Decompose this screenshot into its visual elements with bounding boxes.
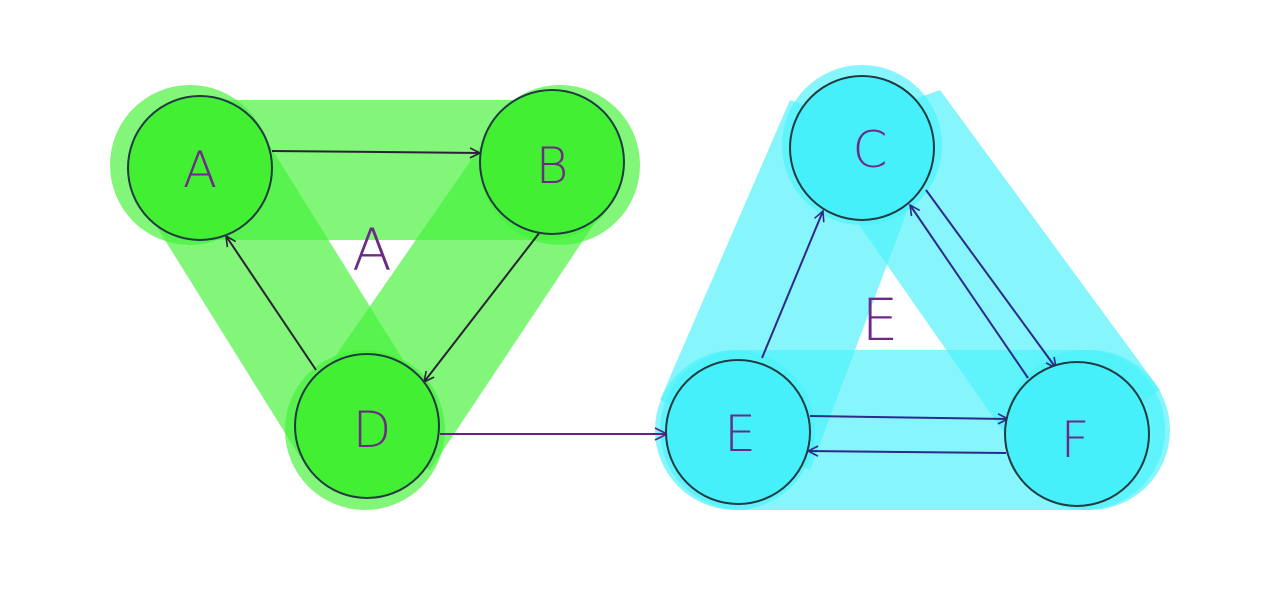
edge-e-to-c [761,211,823,359]
node-f-circle [1004,361,1150,507]
node-d-circle [294,353,440,499]
node-a[interactable]: A [127,95,273,241]
group-label-cyan: E [862,286,899,354]
node-b-circle [479,89,625,235]
edges [226,151,1056,453]
node-f[interactable]: F [1004,361,1150,507]
node-a-label: A [183,141,217,199]
edge-f-to-e [808,451,1007,453]
node-c-label: C [853,121,888,179]
node-a-circle [127,95,273,241]
node-d[interactable]: D [294,353,440,499]
edge-b-to-d [424,231,541,382]
node-f-label: F [1061,411,1090,469]
node-b-label: B [536,137,569,195]
node-b[interactable]: B [479,89,625,235]
node-d-label: D [353,401,392,459]
edge-c-to-f [925,189,1056,368]
edge-e-to-f [809,416,1008,419]
node-e-label: E [724,405,756,463]
node-c-circle [789,75,935,221]
group-label-green: A [352,216,392,284]
edge-a-to-b [271,151,480,153]
edge-f-to-c [910,205,1029,379]
node-e[interactable]: E [665,359,811,505]
node-c[interactable]: C [789,75,935,221]
node-e-circle [665,359,811,505]
edge-d-to-a [226,236,317,371]
